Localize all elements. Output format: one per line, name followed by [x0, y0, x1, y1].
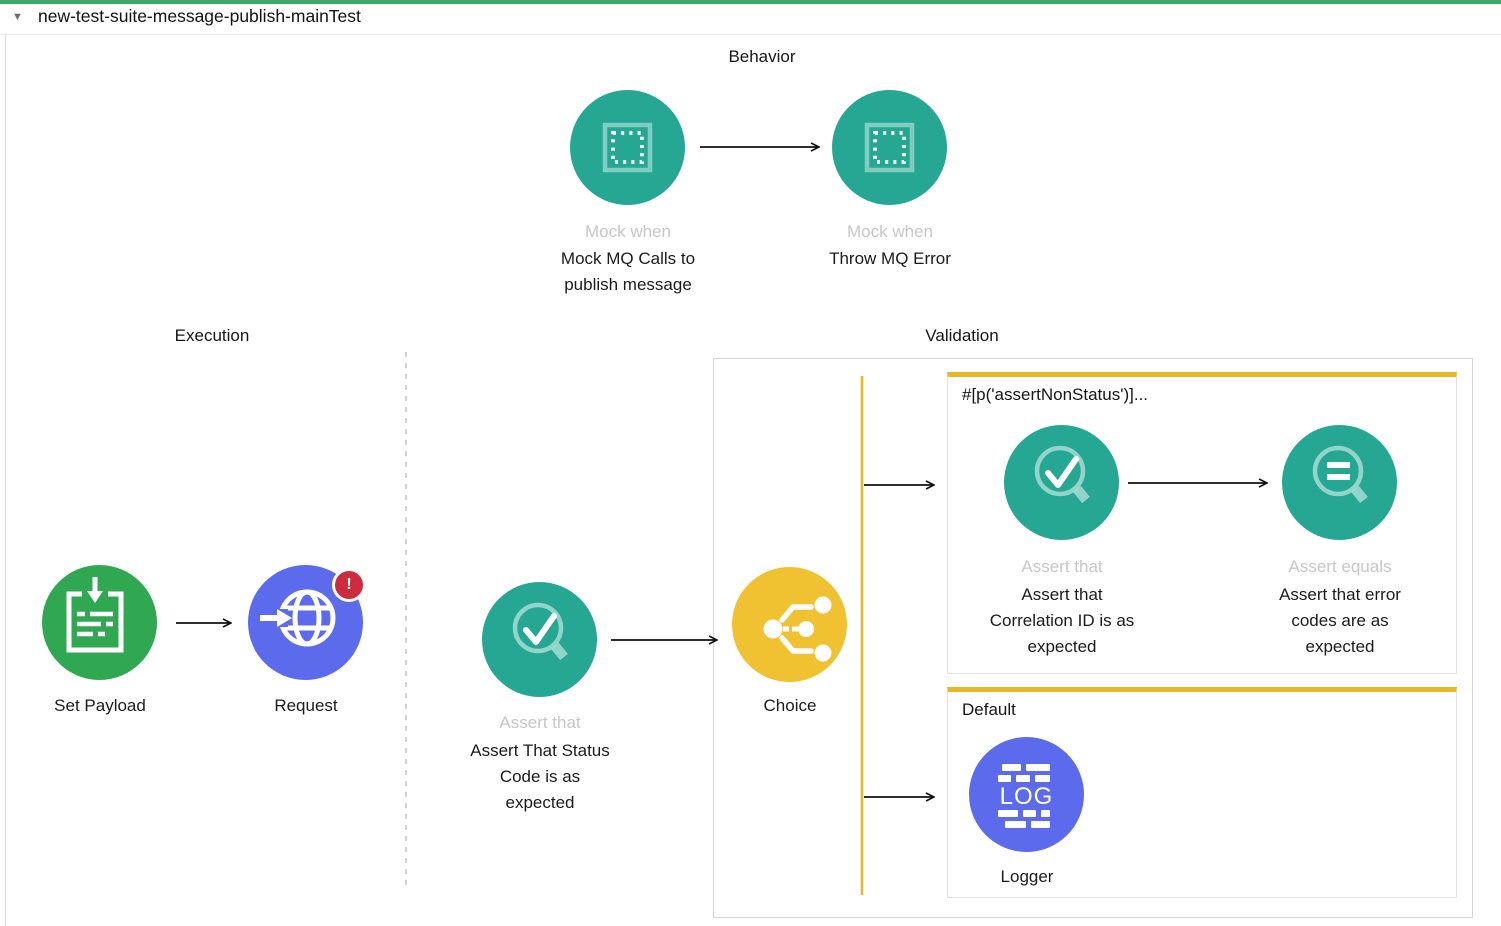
- mock-when-icon: [602, 122, 653, 173]
- node-set-payload[interactable]: [42, 565, 157, 680]
- flow-accent-bar: [0, 0, 1501, 4]
- assert-status-name-label: Assert That Status Code is as expected: [470, 741, 610, 812]
- mock-error-type-label: Mock when: [847, 222, 933, 241]
- assert-correlation-name-label: Assert that Correlation ID is as expecte…: [989, 585, 1135, 656]
- set-payload-name-label: Set Payload: [54, 696, 146, 715]
- section-execution-label: Execution: [174, 326, 250, 345]
- mock-error-name-label: Throw MQ Error: [829, 249, 951, 268]
- node-mock-when-publish[interactable]: [570, 90, 685, 205]
- mock-publish-type-label: Mock when: [585, 222, 671, 241]
- node-assert-correlation[interactable]: [1004, 425, 1119, 540]
- logger-name-label: Logger: [1000, 867, 1054, 886]
- logger-icon-text: LOG: [1000, 783, 1054, 810]
- default-branch-label: Default: [962, 700, 1016, 719]
- node-http-request[interactable]: !: [248, 565, 366, 680]
- node-mock-when-throw-error[interactable]: [832, 90, 947, 205]
- collapse-triangle-icon[interactable]: ▼: [12, 11, 23, 23]
- section-behavior-label: Behavior: [728, 47, 796, 66]
- choice-name-label: Choice: [763, 696, 817, 715]
- assert-that-magnifier-check-icon: [1034, 445, 1090, 504]
- section-validation-label: Validation: [925, 326, 999, 345]
- choice-router-icon: [763, 596, 832, 662]
- set-payload-icon: [66, 577, 124, 653]
- assert-equals-magnifier-icon: [1312, 445, 1368, 504]
- assert-that-magnifier-check-icon: [512, 602, 568, 661]
- error-badge: !: [332, 568, 366, 602]
- when-expression-label: #[p('assertNonStatus')]...: [962, 385, 1149, 404]
- node-assert-status[interactable]: [482, 582, 597, 697]
- assert-error-codes-name-label: Assert that error codes are as expected: [1279, 585, 1401, 656]
- assert-error-codes-type-label: Assert equals: [1288, 557, 1392, 576]
- logger-icon: LOG: [998, 764, 1054, 828]
- request-name-label: Request: [274, 696, 338, 715]
- assert-status-type-label: Assert that: [499, 713, 581, 732]
- mock-publish-name-label: Mock MQ Calls to publish message: [560, 249, 696, 294]
- canvas-left-border: [5, 35, 6, 926]
- node-choice-router[interactable]: [732, 567, 847, 682]
- node-assert-error-codes[interactable]: [1282, 425, 1397, 540]
- http-request-globe-icon: [254, 589, 336, 647]
- mock-when-icon: [864, 122, 915, 173]
- node-logger[interactable]: LOG: [969, 737, 1084, 852]
- assert-correlation-type-label: Assert that: [1021, 557, 1103, 576]
- header-divider: [0, 34, 1501, 35]
- flow-title: new-test-suite-message-publish-mainTest: [38, 6, 361, 26]
